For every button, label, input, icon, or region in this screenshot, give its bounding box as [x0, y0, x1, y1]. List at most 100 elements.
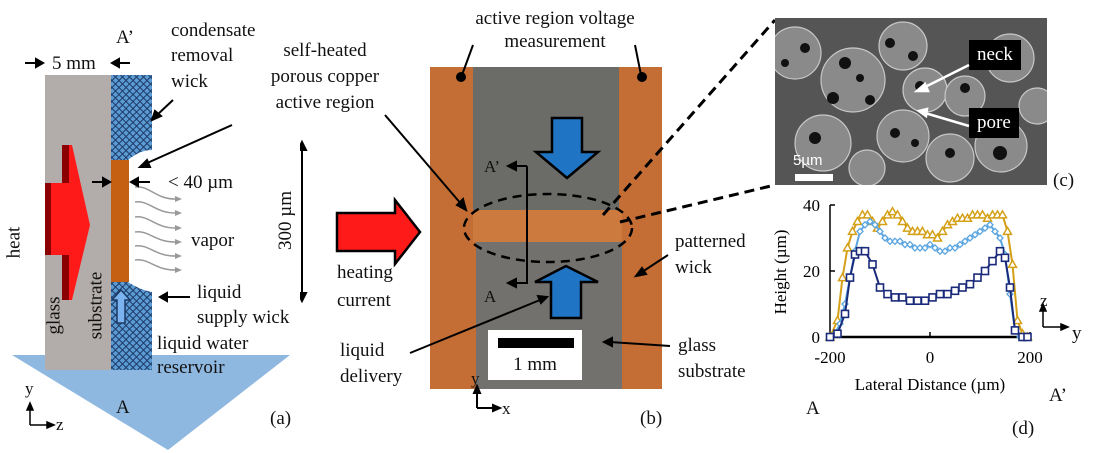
- square-series-point: [845, 273, 855, 282]
- voltage-label-2: measurement: [504, 31, 606, 52]
- square-series-point: [1000, 253, 1010, 263]
- diamond-series-point: [921, 243, 929, 252]
- chart-xlabel: Lateral Distance (µm): [855, 375, 1005, 394]
- diamond-series-point: [941, 247, 949, 256]
- reservoir-label-1: liquid water: [157, 333, 249, 354]
- sem-pointers: [795, 63, 970, 181]
- panel-c-label: (c): [1053, 170, 1075, 191]
- copper-active-region: [111, 160, 129, 282]
- square-series-point: [928, 293, 937, 302]
- scale-bar-label: 1 mm: [513, 354, 557, 375]
- diamond-series-point: [956, 240, 964, 249]
- triangle-series-point: [877, 215, 888, 226]
- axis-b-y: y: [471, 369, 480, 388]
- diamond-series-point: [856, 227, 864, 236]
- x-tick-label: 200: [1017, 348, 1043, 367]
- vapor-label: vapor: [191, 230, 235, 251]
- diamond-series-point: [936, 247, 944, 256]
- triangle-series-point: [862, 209, 873, 219]
- square-series-point: [988, 256, 997, 266]
- diamond-series-point: [881, 234, 889, 242]
- square-series-point: [898, 293, 907, 302]
- square-series-point: [1010, 326, 1020, 335]
- square-series-point: [868, 260, 877, 269]
- panel-a-label: (a): [270, 408, 292, 429]
- square-series-point: [935, 289, 945, 299]
- triangle-series-point: [1012, 314, 1023, 325]
- section-a-prime-label: A’: [116, 27, 134, 48]
- triangle-series-point: [837, 272, 848, 282]
- square-series-point: [1023, 332, 1032, 342]
- glass-b-label-1: glass: [678, 335, 716, 356]
- square-series-point: [920, 296, 930, 305]
- triangle-series-point: [997, 209, 1008, 219]
- diamond-series-point: [911, 243, 919, 252]
- square-series-point: [1005, 283, 1015, 292]
- triangle-series-point: [1002, 225, 1013, 236]
- delivery-label-2: delivery: [340, 366, 403, 387]
- pore-tag: pore: [969, 108, 1019, 138]
- square-series-point: [913, 296, 922, 305]
- condensate-label-2: removal: [171, 45, 234, 66]
- triangle-series-point: [842, 242, 853, 252]
- glass-window-top: [473, 67, 619, 210]
- diamond-series-point: [966, 234, 974, 242]
- triangle-series-point: [852, 215, 863, 226]
- diamond-series-point: [886, 237, 894, 246]
- zoom-region-ellipse: [462, 192, 634, 264]
- diamond-series-point: [871, 220, 879, 229]
- y-tick-label: 0: [812, 328, 821, 347]
- chart-ylabel: Height (µm): [771, 230, 790, 315]
- voltage-label-1: active region voltage: [475, 8, 635, 29]
- diamond-series-point: [951, 243, 959, 252]
- triangle-series-point: [917, 225, 928, 236]
- supply-label-2: supply wick: [197, 307, 290, 328]
- square-series-point: [980, 266, 990, 276]
- delivery-label-1: liquid: [340, 340, 385, 361]
- axis-b-x: x: [502, 399, 511, 418]
- neck-tag: neck: [969, 40, 1021, 70]
- triangle-series-point: [937, 225, 948, 236]
- diamond-series-point: [866, 217, 874, 226]
- heating-arrow: [335, 196, 422, 268]
- square-series-point: [875, 283, 885, 292]
- heat-arrow: [45, 145, 90, 300]
- condensate-label-3: wick: [171, 71, 208, 92]
- triangle-series-point: [902, 222, 913, 232]
- axis-yz-icon: [25, 401, 56, 430]
- square-series-point: [840, 309, 850, 319]
- triangle-series-point: [932, 232, 943, 242]
- square-series-point: [825, 332, 835, 342]
- triangle-series-point: [977, 209, 988, 219]
- square-series-point: [860, 246, 870, 256]
- y-tick-label: 20: [803, 262, 820, 281]
- copper-bridge: [473, 210, 622, 242]
- square-series-point: [905, 296, 915, 305]
- diamond-series-point: [996, 234, 1004, 242]
- condensate-removal-wick: [111, 75, 152, 160]
- panel-b-overlay: [300, 19, 777, 413]
- axis-zy-icon: [1038, 302, 1070, 332]
- section-b-a: A: [484, 287, 497, 306]
- x-tick-label: 0: [926, 348, 935, 367]
- triangle-series-point: [892, 209, 903, 219]
- panel-d-label: (d): [1012, 418, 1035, 439]
- glass-b-label-2: substrate: [678, 361, 746, 382]
- square-series-point: [965, 279, 975, 289]
- triangle-series-point: [1007, 258, 1018, 269]
- square-series-point: [950, 286, 960, 296]
- diamond-series-point: [946, 243, 954, 252]
- square-series-point: [883, 289, 892, 299]
- triangle-series-point: [847, 225, 858, 236]
- heating-label-2: current: [337, 290, 391, 311]
- water-reservoir: [12, 355, 290, 450]
- supply-label-1: liquid: [197, 282, 242, 303]
- diamond-series-point: [991, 227, 999, 236]
- triangle-series-point: [887, 206, 898, 216]
- active-region-label-1: self-heated: [283, 40, 367, 61]
- panel-a-schematic: [12, 57, 290, 450]
- square-series-point: [973, 273, 982, 282]
- sem-image: neck pore 5µm: [775, 18, 1047, 185]
- diamond-series-point: [896, 237, 904, 246]
